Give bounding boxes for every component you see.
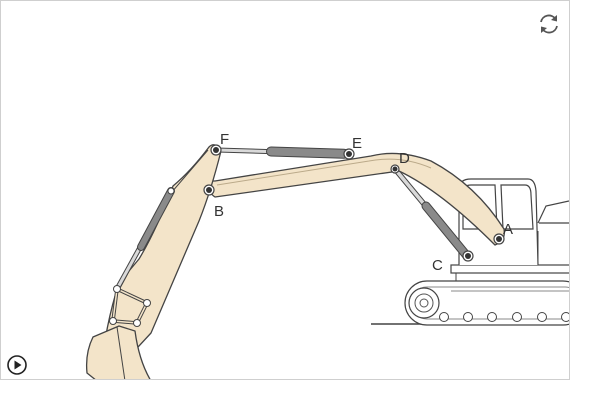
play-icon[interactable] — [6, 354, 28, 376]
joint-c — [463, 251, 473, 261]
excavator-diagram: A B C D E F — [1, 1, 569, 379]
excavator-tracks — [405, 281, 569, 325]
label-d: D — [399, 150, 410, 167]
label-f: F — [220, 131, 229, 148]
label-b: B — [214, 203, 224, 220]
label-a: A — [503, 221, 513, 238]
refresh-icon[interactable] — [536, 11, 562, 37]
joint-d — [391, 165, 399, 173]
label-c: C — [432, 257, 443, 274]
joint-bucket-cylinder — [168, 188, 174, 194]
joint-b — [204, 185, 214, 195]
simulation-frame: A B C D E F — [0, 0, 570, 380]
stick-cylinder — [217, 150, 349, 154]
label-e: E — [352, 135, 362, 152]
